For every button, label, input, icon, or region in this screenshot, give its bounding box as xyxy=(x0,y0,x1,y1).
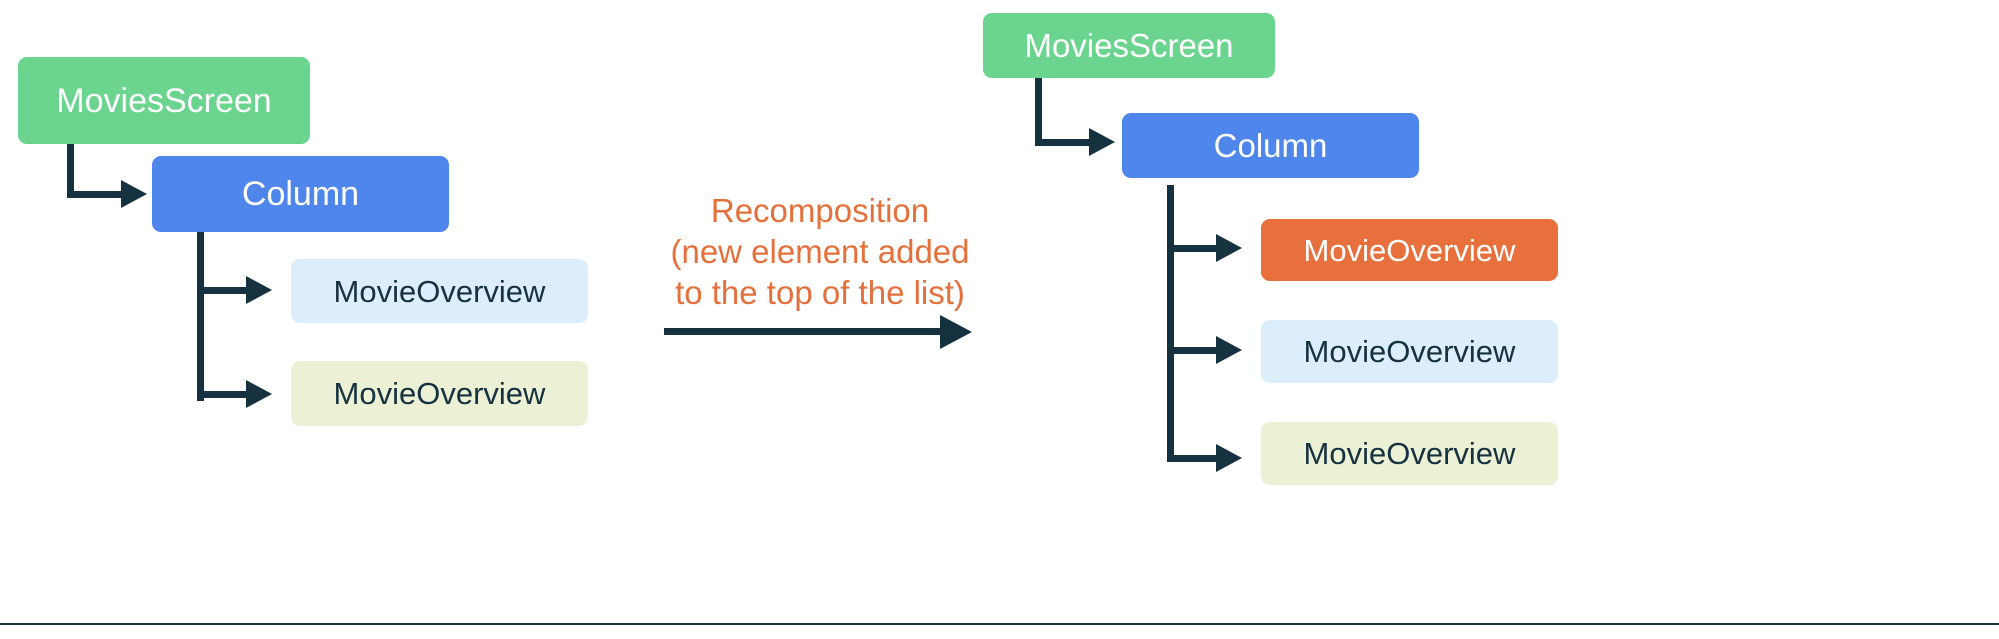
after-node-movieoverview-3[interactable]: MovieOverview xyxy=(1261,422,1558,485)
after-edge-child-3-arrow-icon xyxy=(1216,444,1242,472)
before-node-movieoverview-2-label: MovieOverview xyxy=(333,376,546,411)
after-node-moviesscreen-label: MoviesScreen xyxy=(1024,27,1234,64)
before-edge-child-2-arrow-icon xyxy=(246,380,272,408)
after-node-movieoverview-2[interactable]: MovieOverview xyxy=(1261,320,1558,383)
after-node-movieoverview-3-label: MovieOverview xyxy=(1303,436,1516,471)
before-node-moviesscreen-label: MoviesScreen xyxy=(56,81,272,120)
before-edge-child-1-horizontal xyxy=(197,287,252,294)
recomposition-arrow-icon xyxy=(940,315,972,349)
after-node-movieoverview-1[interactable]: MovieOverview xyxy=(1261,219,1558,281)
after-edge-child-2-arrow-icon xyxy=(1216,336,1242,364)
recomposition-caption-line-1: Recomposition xyxy=(710,192,930,229)
before-edge-child-2-horizontal xyxy=(197,391,252,398)
after-edge-child-1-horizontal xyxy=(1167,245,1222,252)
after-node-column-label: Column xyxy=(1213,127,1328,164)
after-edge-column-trunk xyxy=(1167,185,1174,462)
after-edge-root-to-column-horizontal xyxy=(1035,139,1093,146)
after-node-moviesscreen[interactable]: MoviesScreen xyxy=(983,13,1275,78)
recomposition-caption-line-2: (new element added xyxy=(670,233,970,270)
after-node-movieoverview-2-label: MovieOverview xyxy=(1303,334,1516,369)
bottom-divider xyxy=(0,623,1999,625)
before-edge-root-to-column-arrow-icon xyxy=(121,180,147,208)
recomposition-arrow-shaft xyxy=(664,328,944,335)
recomposition-caption-line-3: to the top of the list) xyxy=(675,274,965,311)
before-edge-root-to-column-horizontal xyxy=(67,191,125,198)
after-edge-child-1-arrow-icon xyxy=(1216,234,1242,262)
before-node-moviesscreen[interactable]: MoviesScreen xyxy=(18,57,310,144)
before-node-movieoverview-2[interactable]: MovieOverview xyxy=(291,361,588,426)
before-node-movieoverview-1[interactable]: MovieOverview xyxy=(291,259,588,323)
before-node-column-label: Column xyxy=(241,175,360,213)
after-edge-root-to-column-vertical xyxy=(1035,78,1042,142)
before-edge-child-1-arrow-icon xyxy=(246,276,272,304)
before-node-column[interactable]: Column xyxy=(152,156,449,232)
before-edge-column-trunk xyxy=(197,232,204,401)
before-node-movieoverview-1-label: MovieOverview xyxy=(333,273,546,309)
after-node-movieoverview-1-label: MovieOverview xyxy=(1303,232,1516,268)
after-node-column[interactable]: Column xyxy=(1122,113,1419,178)
recomposition-caption: Recomposition (new element added to the … xyxy=(660,190,980,313)
before-edge-root-to-column-vertical xyxy=(67,144,74,198)
after-edge-root-to-column-arrow-icon xyxy=(1089,128,1115,156)
after-edge-child-3-horizontal xyxy=(1167,455,1222,462)
after-edge-child-2-horizontal xyxy=(1167,347,1222,354)
